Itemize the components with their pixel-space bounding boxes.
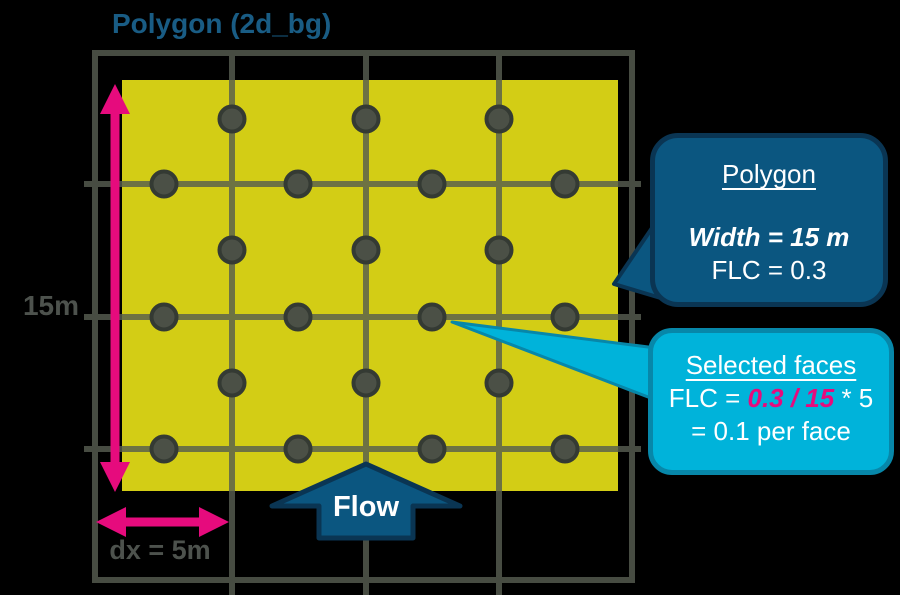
face-dot [550,302,580,332]
flow-label: Flow [332,491,400,523]
spacer [655,191,883,221]
face-dot [217,368,247,398]
face-dot [149,302,179,332]
face-dot [351,368,381,398]
height-dimension-label: 15m [22,290,80,321]
face-dots [149,104,580,464]
height-dimension-arrow [100,84,130,492]
face-dot [417,169,447,199]
selected-faces-callout: Selected faces FLC = 0.3 / 15 * 5 = 0.1 … [648,328,894,475]
face-dot [484,235,514,265]
flc-formula-suffix: * 5 [834,383,874,413]
flc-formula-prefix: FLC = [668,383,748,413]
page-title: Polygon (2d_bg) [112,8,332,39]
polygon-callout-title: Polygon [722,159,816,189]
face-dot [550,434,580,464]
face-dot [351,104,381,134]
face-dot [417,434,447,464]
face-dot [283,169,313,199]
selected-faces-flc-formula: FLC = 0.3 / 15 * 5 [653,382,889,415]
face-dot [484,104,514,134]
dx-dimension-arrow [96,507,229,537]
selected-faces-result: = 0.1 per face [691,416,851,446]
face-dot [217,104,247,134]
face-dot [351,235,381,265]
face-dot [484,368,514,398]
face-dot [283,434,313,464]
polygon-overlay [122,80,618,491]
selected-faces-title: Selected faces [685,350,857,380]
polygon-flc-value: FLC = 0.3 [711,255,827,285]
dx-dimension-label: dx = 5m [109,535,211,565]
polygon-callout: Polygon Width = 15 m FLC = 0.3 [650,133,888,307]
face-dot [550,169,580,199]
polygon-width-value: Width = 15 m [688,222,850,252]
face-dot [217,235,247,265]
face-dot [283,302,313,332]
flow-arrow [269,461,463,541]
flc-formula-highlight: 0.3 / 15 [747,383,835,413]
face-dot [149,169,179,199]
face-dot [149,434,179,464]
face-dot [417,302,447,332]
